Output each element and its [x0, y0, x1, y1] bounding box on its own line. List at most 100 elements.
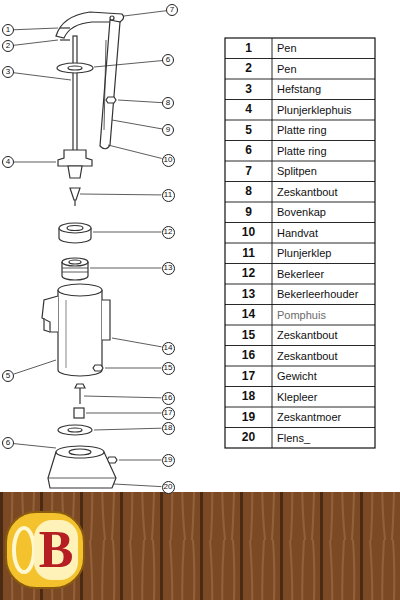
part-number: 1 [245, 42, 252, 55]
callout-number: 9 [166, 126, 170, 134]
part-number: 12 [242, 267, 255, 280]
table-frame [225, 38, 375, 448]
callout-number: 18 [164, 424, 173, 432]
leader-line [114, 484, 162, 487]
part-number: 19 [242, 411, 255, 424]
part-number: 17 [242, 370, 255, 383]
leader-line [14, 162, 56, 163]
part-name: Plunjerklep [277, 247, 331, 259]
logo-badge [6, 512, 84, 588]
callout-number: 2 [6, 42, 10, 50]
leader-line [14, 28, 58, 30]
callout-number: 20 [164, 483, 173, 491]
table-rule [225, 304, 375, 305]
callout-number: 3 [6, 68, 10, 76]
callout-circle: 2 [2, 40, 14, 52]
part-name: Zeskantbout [277, 186, 338, 198]
leader-line [119, 460, 162, 461]
callout-circle: 14 [162, 342, 175, 355]
table-rule [225, 202, 375, 203]
table-rule [225, 325, 375, 326]
leader-line [124, 11, 166, 16]
table-rule [225, 386, 375, 387]
leader-line [80, 194, 162, 196]
table-rule [225, 79, 375, 80]
leader-line [90, 268, 162, 269]
callout-number: 1 [6, 26, 10, 34]
table-rule [225, 222, 375, 223]
leader-line [14, 73, 71, 80]
wood-band [0, 492, 400, 600]
callout-circle: 9 [162, 124, 174, 136]
callout-circle: 8 [162, 97, 174, 109]
callout-circle: 5 [2, 370, 14, 382]
callout-number: 16 [164, 394, 173, 402]
callout-number: 15 [164, 364, 173, 372]
callout-number: 6 [6, 439, 10, 447]
table-rule [225, 427, 375, 428]
callout-circle: 17 [162, 407, 175, 420]
leader-line [94, 61, 162, 67]
callout-number: 5 [6, 372, 10, 380]
table-rule [225, 161, 375, 162]
part-name: Zeskantbout [277, 329, 338, 341]
leader-line [112, 120, 162, 129]
part-number: 6 [245, 144, 252, 157]
table-rule [225, 140, 375, 141]
leader-line [86, 413, 162, 414]
callout-number: 17 [164, 409, 173, 417]
part-name: Plunjerklephuis [277, 104, 352, 116]
table-rule [225, 284, 375, 285]
callout-number: 8 [166, 99, 170, 107]
leader-line [118, 100, 162, 103]
table-rule [225, 263, 375, 264]
part-number: 11 [242, 247, 255, 260]
table-rule [225, 243, 375, 244]
table-rule [225, 407, 375, 408]
table-rule [225, 345, 375, 346]
part-number: 2 [245, 62, 252, 75]
part-name: Bekerleerhouder [277, 288, 358, 300]
callout-number: 4 [6, 158, 10, 166]
callout-number: 11 [164, 191, 172, 199]
part-name: Klepleer [277, 391, 317, 403]
table-rule [225, 120, 375, 121]
callout-number: 13 [164, 264, 173, 272]
part-name: Zeskantmoer [277, 411, 341, 423]
part-number: 16 [242, 349, 255, 362]
part-name: Gewicht [277, 370, 317, 382]
part-number: 15 [242, 329, 255, 342]
callout-circle: 3 [2, 66, 14, 78]
callout-number: 14 [164, 344, 173, 352]
callout-circle: 12 [162, 226, 175, 239]
part-name: Pen [277, 42, 297, 54]
part-name: Platte ring [277, 124, 327, 136]
callout-circle: 13 [162, 262, 175, 275]
part-name: Flens_ [277, 432, 310, 444]
callout-circle: 15 [162, 362, 175, 375]
part-number: 4 [245, 103, 252, 116]
part-number: 20 [242, 431, 255, 444]
part-name: Bovenkap [277, 206, 326, 218]
part-name: Pen [277, 63, 297, 75]
callout-circle: 20 [162, 481, 175, 494]
part-number: 10 [242, 226, 255, 239]
callout-number: 6 [166, 56, 170, 64]
callout-circle: 16 [162, 392, 175, 405]
callout-number: 19 [164, 456, 173, 464]
callout-circle: 11 [162, 189, 175, 202]
leader-line [105, 368, 162, 369]
part-number: 8 [245, 185, 252, 198]
leader-line [108, 145, 162, 158]
callout-number: 7 [170, 6, 174, 14]
part-number: 14 [242, 308, 255, 321]
table-rule [225, 99, 375, 100]
logo-letter: B [39, 524, 74, 576]
part-number: 13 [242, 288, 255, 301]
part-name: Platte ring [277, 145, 327, 157]
leader-line [112, 338, 162, 347]
leader-line [14, 40, 58, 45]
callout-circle: 6 [162, 54, 174, 66]
table-rule [272, 38, 273, 448]
part-name: Zeskantbout [277, 350, 338, 362]
